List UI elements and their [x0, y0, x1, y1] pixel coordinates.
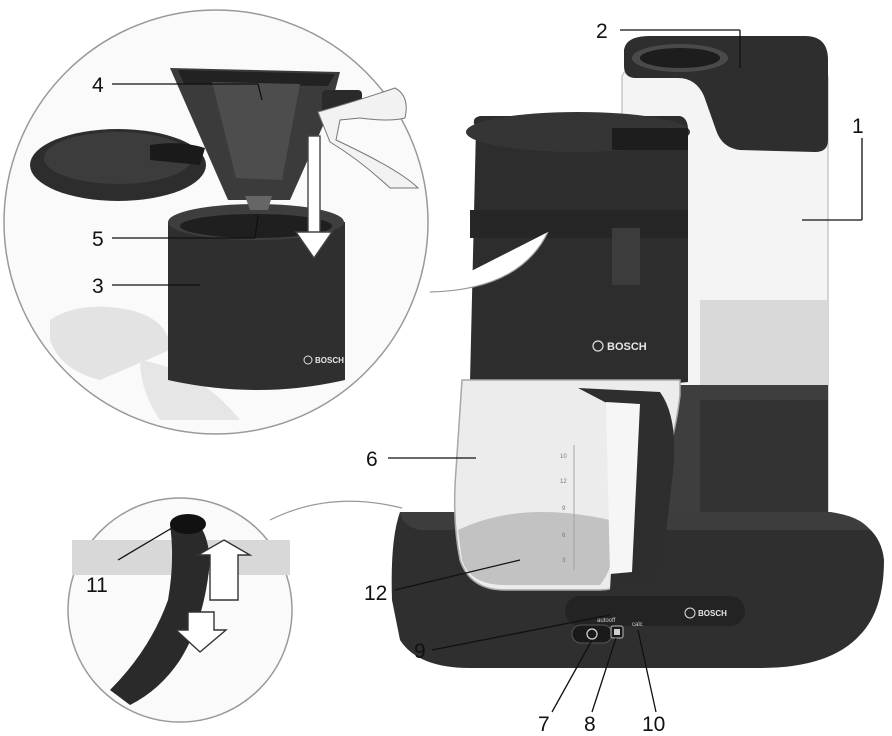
label-10: 10 — [642, 713, 665, 736]
scale-mark: 10 — [560, 454, 567, 460]
cable-detail-callout — [67, 497, 403, 723]
aroma-icon — [614, 629, 620, 635]
label-4: 4 — [92, 74, 104, 97]
scale-mark: 6 — [562, 533, 566, 539]
bosch-logo-icon — [684, 607, 696, 619]
power-cable — [110, 519, 210, 705]
control-strip-brand: BOSCH — [698, 609, 727, 618]
label-2: 2 — [596, 20, 608, 43]
bosch-logo-icon — [303, 355, 313, 365]
filter-holder-body — [168, 222, 345, 390]
scale-mark: 3 — [562, 558, 566, 564]
autooff-label: autooff — [597, 618, 616, 624]
tank-lid — [624, 36, 828, 152]
scale-mark: 9 — [562, 506, 566, 512]
main-housing: BOSCH — [466, 112, 690, 387]
label-1: 1 — [852, 115, 864, 138]
glass-jug: 10 12 9 6 3 — [453, 379, 681, 591]
power-icon — [586, 628, 598, 640]
leader-lines — [112, 29, 863, 713]
scale-mark: 12 — [560, 479, 567, 485]
control-panel: autooff calc BOSCH — [571, 607, 727, 644]
label-7: 7 — [538, 713, 550, 736]
housing-brand: BOSCH — [607, 341, 647, 353]
label-12: 12 — [364, 582, 387, 605]
calc-label: calc — [632, 622, 643, 628]
filter-detail-callout: BOSCH — [3, 9, 549, 435]
label-9: 9 — [414, 640, 426, 663]
jug-scale: 10 12 9 6 3 — [560, 445, 575, 570]
label-11: 11 — [86, 574, 108, 597]
label-8: 8 — [584, 713, 596, 736]
bosch-logo-icon — [592, 340, 604, 352]
label-5: 5 — [92, 228, 104, 251]
part-numbers: 2 1 4 5 3 6 12 9 7 8 10 11 — [86, 20, 864, 736]
filter-holder-brand: BOSCH — [315, 356, 344, 365]
label-3: 3 — [92, 275, 104, 298]
label-6: 6 — [366, 448, 378, 471]
